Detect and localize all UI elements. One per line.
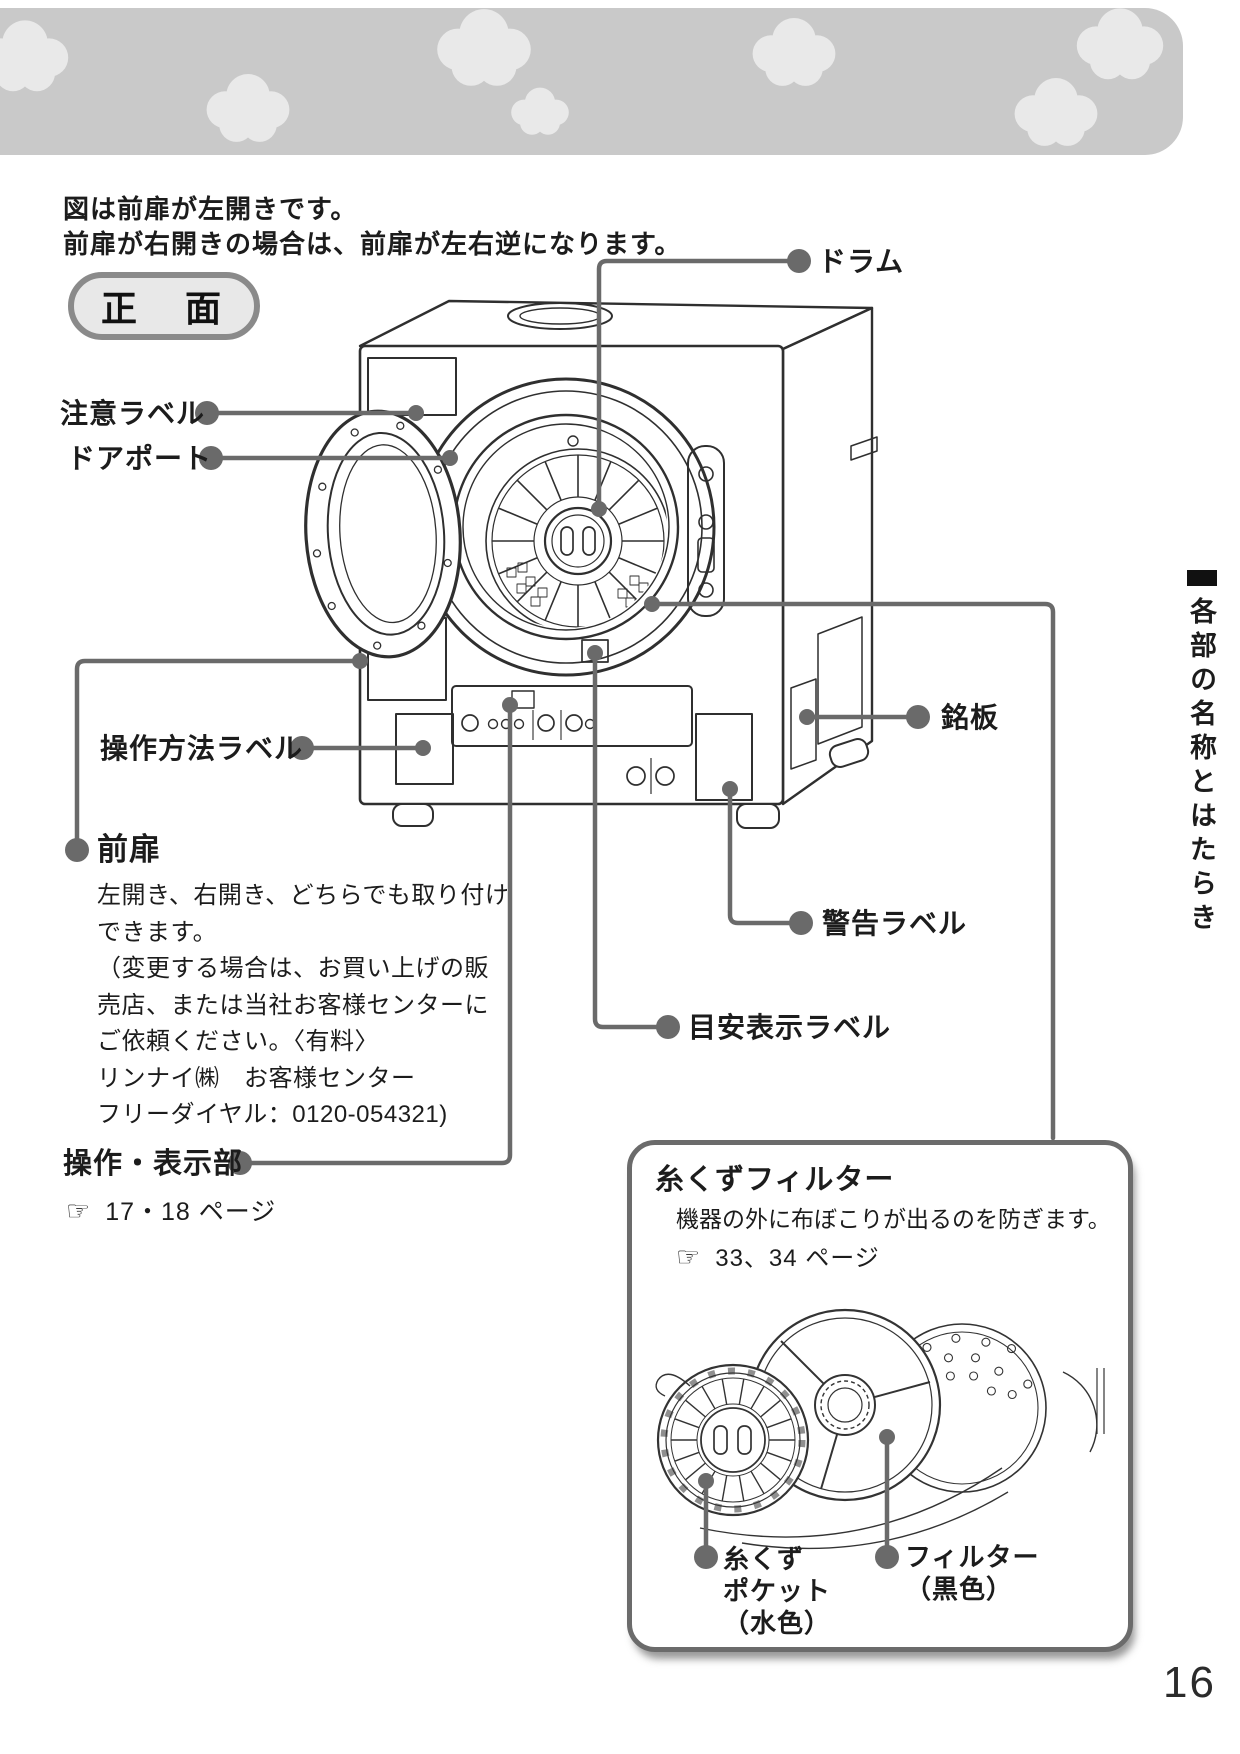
door-rim-clips	[312, 421, 452, 650]
label-lint-pocket: 糸くず ポケット （水色）	[723, 1543, 831, 1639]
label-front-door: 前扉	[97, 832, 161, 867]
cloud-icon	[1076, 8, 1164, 80]
filter-box-title: 糸くずフィルター	[655, 1164, 895, 1196]
caution-label-sticker	[367, 357, 457, 416]
cloud-icon	[437, 9, 531, 86]
guide-label-sticker	[581, 639, 609, 663]
label-caution: 注意ラベル	[60, 398, 206, 429]
intro-text: 図は前扉が左開きです。 前扉が右開きの場合は、前扉が左右逆になります。	[63, 192, 681, 262]
cloud-icon	[752, 18, 836, 86]
page-ref-text: 33、34 ページ	[715, 1245, 880, 1272]
label-operation-method: 操作方法ラベル	[100, 733, 304, 764]
filter-label-line: フィルター	[905, 1542, 1040, 1572]
section-title-vertical: 各部の名称とはたらき	[1186, 597, 1216, 937]
label-drum: ドラム	[818, 246, 905, 277]
filter-label-line: （黒色）	[905, 1574, 1014, 1604]
front-door-open	[304, 409, 462, 659]
door-latch-strip	[687, 445, 725, 617]
filter-box-description: 機器の外に布ぼこりが出るのを防ぎます。	[676, 1206, 1111, 1232]
cloud-icon	[511, 87, 569, 135]
lint-pocket-line: ポケット	[723, 1576, 832, 1606]
lint-pocket-line: 糸くず	[723, 1544, 805, 1574]
front-door-desc-line: 左開き、右開き、どちらでも取り付け	[97, 882, 510, 909]
cloud-icon	[206, 74, 290, 142]
door-port-rings	[416, 377, 716, 677]
clouds-graphic	[0, 8, 1164, 146]
warning-label-sticker	[695, 713, 753, 801]
dryer-illustration	[304, 299, 878, 829]
callout-line-drum	[596, 258, 802, 508]
front-door-desc-line: ご依頼ください。〈有料〉	[97, 1028, 379, 1055]
pointing-hand-icon: ☞	[66, 1196, 92, 1226]
label-nameplate: 銘板	[941, 702, 1000, 733]
front-door-description: 左開き、右開き、どちらでも取り付け できます。 （変更する場合は、お買い上げの販…	[97, 878, 509, 1134]
front-door-desc-line: 売店、または当社お客様センターに	[97, 991, 489, 1019]
lint-pocket-line: （水色）	[723, 1608, 832, 1638]
label-operation-display: 操作・表示部	[63, 1148, 244, 1180]
front-door-desc-line: （変更する場合は、お買い上げの販	[97, 955, 489, 982]
cloud-icon	[1014, 78, 1098, 146]
control-panel-illustration	[451, 685, 693, 794]
dryer-drum	[485, 448, 667, 628]
callout-line-warning	[727, 788, 799, 926]
callout-line-guide	[592, 655, 668, 1030]
front-door-desc-line: フリーダイヤル：0120-054321)	[97, 1101, 448, 1128]
callout-line-lint-filter	[649, 601, 1056, 1141]
intro-line-1: 図は前扉が左開きです。	[63, 194, 358, 224]
front-view-badge: 正 面	[68, 272, 260, 340]
operation-method-sticker	[395, 713, 454, 785]
page-number: 16	[1163, 1658, 1216, 1707]
label-door-port: ドアポート	[67, 443, 213, 474]
page-ref-text: 17・18 ページ	[105, 1198, 277, 1226]
label-guide: 目安表示ラベル	[688, 1012, 892, 1043]
cloud-icon	[0, 20, 69, 92]
operation-display-page-ref: ☞ 17・18 ページ	[66, 1192, 276, 1228]
intro-line-2: 前扉が右開きの場合は、前扉が左右逆になります。	[63, 229, 682, 259]
front-lower-sticker	[367, 617, 447, 701]
label-warning: 警告ラベル	[822, 908, 968, 939]
pointing-hand-icon: ☞	[676, 1242, 702, 1272]
nameplate-sticker	[790, 678, 817, 770]
label-filter: フィルター （黒色）	[905, 1541, 1039, 1605]
section-tab-marker	[1187, 570, 1217, 586]
front-door-desc-line: リンナイ㈱ お客様センター	[97, 1064, 416, 1092]
front-door-desc-line: できます。	[97, 918, 218, 946]
filter-box-page-ref: ☞ 33、34 ページ	[676, 1238, 880, 1273]
cloud-banner	[0, 8, 1183, 155]
